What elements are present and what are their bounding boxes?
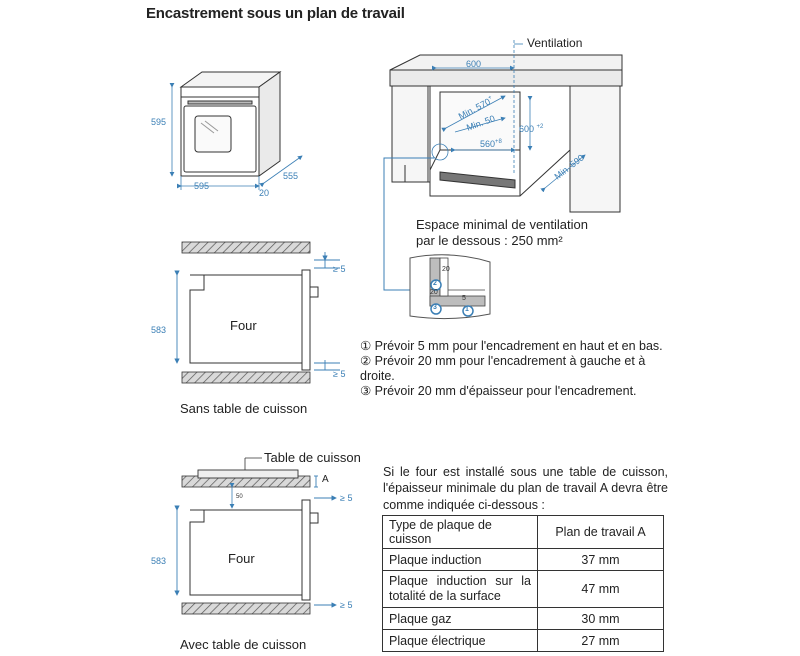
sans-gap-bottom: ≥ 5 [333,369,346,379]
note-2: ② Prévoir 20 mm pour l'encadrement à gau… [360,354,646,368]
table-row: Plaque gaz 30 mm [382,607,664,630]
table-cell: 37 mm [537,548,664,571]
oven-width-label: 595 [194,181,210,191]
detail-20-top: 20 [442,266,450,273]
worktop-thickness-table: Type de plaque de cuisson Plan de travai… [382,515,664,652]
detail-leader-line [383,157,434,291]
oven-iso-drawing [179,71,282,177]
worktop-a-label: A [322,474,329,485]
table-cell: 47 mm [537,570,664,608]
detail-marker-2: 2 [433,280,437,287]
oven-iso-dimension-lines [169,83,303,190]
hob-label: Table de cuisson [264,450,361,465]
table-cell: Plaque induction [382,548,538,571]
oven-height-label: 595 [151,117,167,127]
sans-gap-top: ≥ 5 [333,264,346,274]
sans-caption: Sans table de cuisson [180,401,308,416]
detail-marker-1: 1 [465,306,469,313]
avec-gap-bottom: ≥ 5 [340,600,353,610]
ventilation-note-line2: par le dessous : 250 mm² [416,233,563,248]
note-2-cont: droite. [360,369,395,383]
detail-5: 5 [462,295,466,302]
avec-caption: Avec table de cuisson [180,637,307,652]
section-avec-drawing [174,457,337,615]
cabinet-height-label: 600 +2 [519,124,544,134]
avec-gap-top: ≥ 5 [340,493,353,503]
cabinet-width-label: 600 [466,59,482,69]
avec-height-label: 583 [151,556,167,566]
ventilation-label: Ventilation [527,36,583,50]
table-cell: 30 mm [537,607,664,630]
oven-depth-label: 555 [283,171,299,181]
table-cell: 27 mm [537,629,664,652]
cabinet-iso-dimension-lines [431,40,586,193]
hob-depth-label: 50 [236,494,243,500]
table-row: Plaque induction 37 mm [382,548,664,571]
table-header-cell: Plan de travail A [537,515,664,549]
table-row: Plaque électrique 27 mm [382,629,664,652]
oven-front-label: 20 [259,188,270,198]
sans-oven-label: Four [230,318,257,333]
worktop-paragraph: Si le four est installé sous une table d… [383,465,668,512]
ventilation-note-line1: Espace minimal de ventilation [416,217,588,232]
cabinet-inner-depth-label: 560+8 [480,139,502,149]
sans-height-label: 583 [151,325,167,335]
table-cell: Plaque induction sur la totalité de la s… [382,570,538,608]
table-cell: Plaque électrique [382,629,538,652]
note-1: ① Prévoir 5 mm pour l'encadrement en hau… [360,339,663,353]
page-title: Encastrement sous un plan de travail [146,5,405,22]
table-row: Plaque induction sur la totalité de la s… [382,570,664,608]
table-header-row: Type de plaque de cuisson Plan de travai… [382,515,664,549]
table-cell: Plaque gaz [382,607,538,630]
detail-marker-3: 3 [433,304,437,311]
avec-oven-label: Four [228,551,255,566]
section-sans-drawing [174,241,340,384]
table-header-cell: Type de plaque de cuisson [382,515,538,549]
note-3: ③ Prévoir 20 mm d'épaisseur pour l'encad… [360,384,637,398]
detail-zoom-drawing [409,254,491,320]
detail-20-bottom: 20 [430,289,438,296]
cabinet-iso-drawing [389,54,623,213]
